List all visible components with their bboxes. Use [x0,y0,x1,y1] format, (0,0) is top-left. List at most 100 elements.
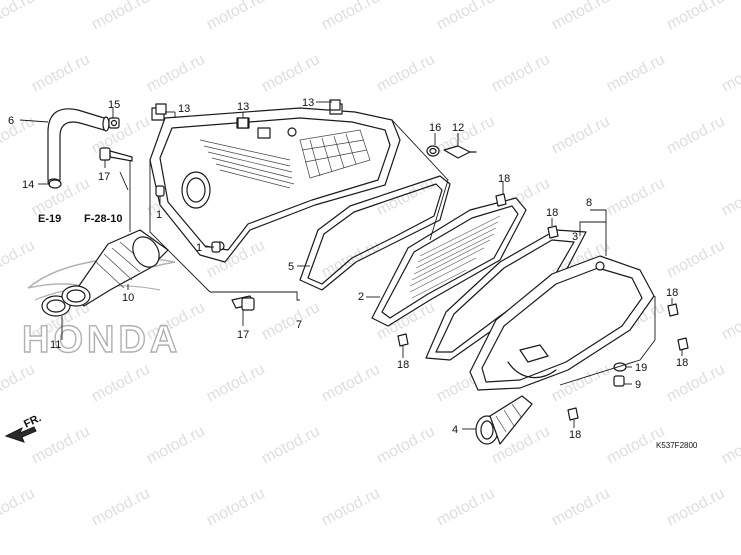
part-2-air-cleaner-element [371,197,527,327]
watermark-text: motod.ru [89,485,153,530]
ref-e19: E-19 [38,213,61,225]
callout-9: 9 [635,379,641,391]
watermark-text: motod.ru [549,485,613,530]
watermark-text: motod.ru [259,299,323,344]
front-label: FR. [22,412,43,431]
watermark-text: motod.ru [29,423,93,468]
watermark-text: motod.ru [489,51,553,96]
callout-18-right: 18 [666,287,678,299]
part-16-clamp [426,145,440,157]
callout-1-lower: 1 [156,209,162,221]
callout-12: 12 [452,122,464,134]
part-10-connecting-tube [71,229,169,307]
watermark-text: motod.ru [719,175,741,220]
watermark-text: motod.ru [664,113,728,158]
part-3-cover-gasket [425,229,587,361]
watermark-text: motod.ru [374,423,438,468]
callout-8: 8 [586,197,592,209]
watermark-text: motod.ru [374,51,438,96]
watermark-text: motod.ru [719,51,741,96]
callout-19: 19 [635,362,647,374]
watermark-text: motod.ru [0,361,38,406]
callout-6: 6 [8,115,14,127]
watermark-text: motod.ru [604,175,668,220]
watermark-text: motod.ru [719,423,741,468]
part-9-grommet [613,375,625,387]
part-8-air-cleaner-cover [469,255,655,391]
part-4-air-duct [475,395,533,445]
callout-16: 16 [429,122,441,134]
diagram-code: K537F2800 [656,441,698,450]
part-1-grommet-lower [155,185,165,197]
watermark-text: motod.ru [259,423,323,468]
filter-pleats [409,215,501,299]
part-15-nut [108,117,120,129]
callout-10: 10 [122,292,134,304]
part-5-case-gasket [299,175,451,291]
callout-18-left: 18 [397,359,409,371]
callout-13-left: 13 [178,103,190,115]
callout-17-upper: 17 [98,171,110,183]
callout-4: 4 [452,424,458,436]
watermark-text: motod.ru [664,361,728,406]
ref-f2810: F-28-10 [84,213,123,225]
part-17-bolt-upper [99,147,133,162]
watermark-text: motod.ru [144,51,208,96]
duct-ribs [495,403,523,433]
callout-18-upper: 18 [546,207,558,219]
part-14-clip [48,179,62,189]
part-12-valve [443,145,477,159]
front-arrow: FR. [4,412,43,443]
watermark-text: motod.ru [144,423,208,468]
part-11-clamp-band [41,285,91,317]
part-7-air-cleaner-case [149,103,401,263]
watermark-text: motod.ru [0,0,38,34]
part-19-collar [613,362,627,372]
callout-13-right: 13 [302,97,314,109]
leader-lines [19,101,683,430]
watermark-text: motod.ru [664,237,728,282]
watermark-text: motod.ru [89,361,153,406]
callout-11: 11 [50,339,61,351]
watermark-text: motod.ru [0,113,38,158]
watermark-text: motod.ru [434,485,498,530]
callout-labels: 6 15 14 17 13 13 13 1 1 5 7 17 10 11 16 … [8,97,688,441]
part-18-screws [397,193,689,421]
callout-15: 15 [108,99,120,111]
case-lattice [299,129,371,179]
callout-3: 3 [572,231,578,243]
callout-14: 14 [22,179,34,191]
watermark-text: motod.ru [29,51,93,96]
callout-7: 7 [296,319,302,331]
watermark-text: motod.ru [0,237,38,282]
watermark-text: motod.ru [204,361,268,406]
case-ribs [199,139,295,189]
watermark-text: motod.ru [319,485,383,530]
watermark-text: motod.ru [664,485,728,530]
part-17-bolt-lower [231,295,255,311]
watermark-text: motod.ru [664,0,728,34]
callout-18-top: 18 [498,173,510,185]
watermark-text: motod.ru [604,51,668,96]
callout-13-mid: 13 [237,101,249,113]
watermark-text: motod.ru [259,51,323,96]
part-13-grommets [155,99,341,129]
watermark-text: motod.ru [549,0,613,34]
watermark-text: motod.ru [319,0,383,34]
watermark-text: motod.ru [0,485,38,530]
watermark-text: motod.ru [204,0,268,34]
watermark-text: motod.ru [719,299,741,344]
watermark-text: motod.ru [319,361,383,406]
watermark-text: motod.ru [89,0,153,34]
callout-1-mid: 1 [196,242,202,254]
callout-18-right-lower: 18 [676,357,688,369]
watermark-text: motod.ru [434,0,498,34]
cross-references: E-19 F-28-10 [38,213,123,225]
watermark-text: motod.ru [89,113,153,158]
callout-17-lower: 17 [237,329,249,341]
callout-18-bottom: 18 [569,429,581,441]
logo-text: HONDA [22,319,181,361]
watermark-text: motod.ru [549,113,613,158]
callout-5: 5 [288,261,294,273]
